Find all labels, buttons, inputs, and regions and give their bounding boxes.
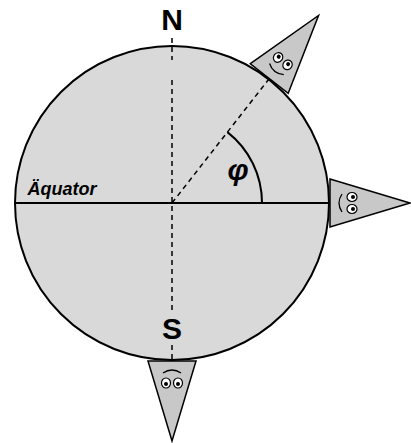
figure-pupil (285, 61, 291, 67)
figure-mouth (268, 63, 284, 76)
figure-pupil (351, 207, 355, 211)
figure-pupil (176, 382, 180, 386)
figure-body (148, 361, 196, 441)
angle-arc (227, 132, 262, 203)
figure-mouth (339, 194, 342, 212)
figure-pupil (351, 195, 355, 199)
axis-line (171, 80, 173, 312)
latitude-line (172, 79, 269, 203)
figure-eye (174, 378, 183, 388)
figure-eye (347, 193, 357, 202)
axis-line (171, 38, 173, 60)
figure-pupil (164, 382, 168, 386)
figure-mouth (163, 370, 181, 373)
person-figure (330, 179, 410, 227)
person-figure (148, 361, 196, 441)
figure-eye (347, 205, 357, 214)
figure-body (250, 1, 337, 94)
person-figure (250, 1, 337, 94)
equator-label: Äquator (28, 180, 97, 198)
figure-body (330, 179, 410, 227)
figure-eye (281, 58, 294, 71)
axis-line (171, 345, 173, 362)
figure-eye (162, 378, 171, 388)
figure-eye (271, 51, 284, 64)
pole-label: S (162, 314, 182, 344)
figure-pupil (276, 54, 282, 60)
earth-circle (15, 46, 329, 360)
pole-label: N (161, 5, 183, 35)
angle-label: φ (227, 155, 248, 185)
